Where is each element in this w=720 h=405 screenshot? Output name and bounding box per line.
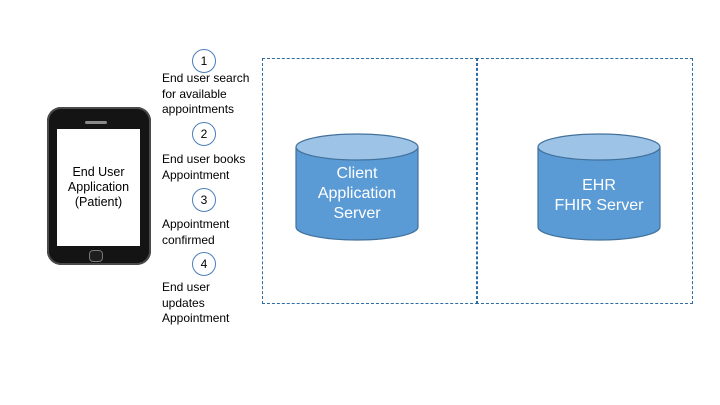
step-2-number: 2 <box>192 122 216 146</box>
phone-speaker <box>85 121 107 124</box>
step-3-number: 3 <box>192 188 216 212</box>
phone-app-label: End User Application (Patient) <box>67 165 130 209</box>
client-boundary-box <box>262 58 478 304</box>
step-1-text: End user search for available appointmen… <box>162 71 250 116</box>
step-3-text: Appointment confirmed <box>162 217 230 247</box>
ehr-server-cylinder <box>537 133 661 241</box>
client-server-cylinder <box>295 133 419 241</box>
ehr-server-label: EHR FHIR Server <box>554 177 644 214</box>
step-4-number: 4 <box>192 252 216 276</box>
phone-home-button <box>89 250 103 262</box>
step-4-text: End user updates Appointment <box>162 280 230 325</box>
step-1-number: 1 <box>192 49 216 73</box>
step-2-text: End user books Appointment <box>162 152 246 182</box>
client-server-label: Client Application Server <box>317 165 397 222</box>
ehr-boundary-box <box>476 58 693 304</box>
phone-screen: End User Application (Patient) <box>57 129 140 246</box>
